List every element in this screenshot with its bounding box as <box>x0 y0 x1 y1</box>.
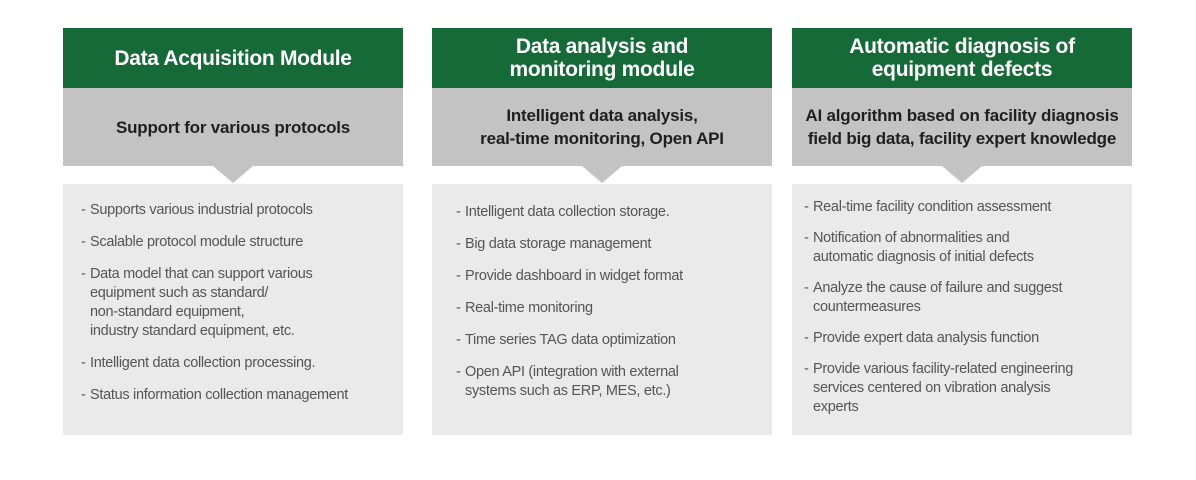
feature-list: Intelligent data collection storage. Big… <box>456 203 760 401</box>
list-item: Scalable protocol module structure <box>81 233 391 252</box>
list-item: Data model that can support various equi… <box>81 265 391 341</box>
list-item: Time series TAG data optimization <box>456 331 760 350</box>
column-subtitle: Intelligent data analysis, real-time mon… <box>432 88 772 183</box>
feature-list-panel: Intelligent data collection storage. Big… <box>432 184 772 435</box>
column-subtitle-text: Intelligent data analysis, real-time mon… <box>480 106 724 148</box>
list-item: Real-time monitoring <box>456 299 760 318</box>
down-arrow-icon <box>582 166 622 183</box>
column-title: Automatic diagnosis of equipment defects <box>792 28 1132 88</box>
list-item: Provide dashboard in widget format <box>456 267 760 286</box>
column-data-analysis: Data analysis and monitoring module Inte… <box>432 28 772 435</box>
list-item: Status information collection management <box>81 386 391 405</box>
column-subtitle: AI algorithm based on facility diagnosis… <box>792 88 1132 183</box>
column-title: Data Acquisition Module <box>63 28 403 88</box>
list-item: Intelligent data collection storage. <box>456 203 760 222</box>
list-item: Open API (integration with external syst… <box>456 363 760 401</box>
list-item: Real-time facility condition assessment <box>804 198 1120 217</box>
column-automatic-diagnosis: Automatic diagnosis of equipment defects… <box>792 28 1132 435</box>
list-item: Big data storage management <box>456 235 760 254</box>
column-data-acquisition: Data Acquisition Module Support for vari… <box>63 28 403 435</box>
column-title: Data analysis and monitoring module <box>432 28 772 88</box>
down-arrow-icon <box>942 166 982 183</box>
feature-list-panel: Supports various industrial protocols Sc… <box>63 184 403 435</box>
feature-list-panel: Real-time facility condition assessment … <box>792 184 1132 435</box>
feature-list: Real-time facility condition assessment … <box>804 198 1120 417</box>
column-subtitle: Support for various protocols <box>63 88 403 183</box>
list-item: Provide various facility-related enginee… <box>804 360 1120 417</box>
column-subtitle-text: Support for various protocols <box>115 117 351 137</box>
list-item: Notification of abnormalities and automa… <box>804 229 1120 267</box>
down-arrow-icon <box>213 166 253 183</box>
list-item: Supports various industrial protocols <box>81 201 391 220</box>
list-item: Intelligent data collection processing. <box>81 354 391 373</box>
list-item: Provide expert data analysis function <box>804 329 1120 348</box>
feature-list: Supports various industrial protocols Sc… <box>81 201 391 405</box>
column-subtitle-text: AI algorithm based on facility diagnosis… <box>805 106 1119 148</box>
list-item: Analyze the cause of failure and suggest… <box>804 279 1120 317</box>
